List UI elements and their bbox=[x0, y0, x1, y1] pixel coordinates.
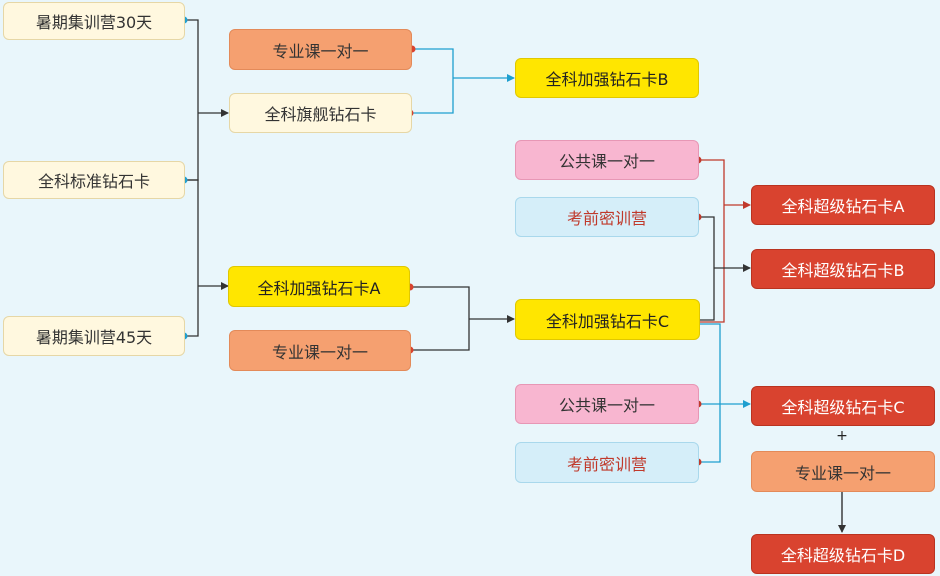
node-flagship-diamond-card: 全科旗舰钻石卡 bbox=[229, 93, 412, 133]
node-summer-camp-45-days: 暑期集训营45天 bbox=[3, 316, 185, 356]
node-public-one-on-one: 公共课一对一 bbox=[515, 140, 699, 180]
connector-to-boostC bbox=[410, 286, 515, 351]
connector-to-boostB bbox=[412, 48, 515, 114]
connector-to-superA bbox=[698, 159, 751, 323]
connector-to-superB bbox=[698, 216, 751, 321]
node-boost-diamond-card-a: 全科加强钻石卡A bbox=[228, 266, 410, 307]
node-intensive-camp-2: 考前密训营 bbox=[515, 442, 699, 483]
connector-to-boostA bbox=[184, 179, 229, 337]
node-intensive-camp: 考前密训营 bbox=[515, 197, 699, 237]
connector-to-flagship bbox=[184, 19, 229, 181]
node-boost-diamond-card-b: 全科加强钻石卡B bbox=[515, 58, 699, 98]
plus-sign: + bbox=[836, 428, 848, 444]
connector-to-superC bbox=[698, 323, 751, 463]
node-super-diamond-card-c: 全科超级钻石卡C bbox=[751, 386, 935, 426]
node-super-diamond-card-b: 全科超级钻石卡B bbox=[751, 249, 935, 289]
node-standard-diamond-card: 全科标准钻石卡 bbox=[3, 161, 185, 199]
node-major-one-on-one: 专业课一对一 bbox=[229, 29, 412, 70]
node-major-one-on-one-3: 专业课一对一 bbox=[751, 451, 935, 492]
node-boost-diamond-card-c: 全科加强钻石卡C bbox=[515, 299, 700, 340]
node-super-diamond-card-a: 全科超级钻石卡A bbox=[751, 185, 935, 225]
node-summer-camp-30-days: 暑期集训营30天 bbox=[3, 2, 185, 40]
node-public-one-on-one-2: 公共课一对一 bbox=[515, 384, 699, 424]
node-major-one-on-one-2: 专业课一对一 bbox=[229, 330, 411, 371]
node-super-diamond-card-d: 全科超级钻石卡D bbox=[751, 534, 935, 574]
